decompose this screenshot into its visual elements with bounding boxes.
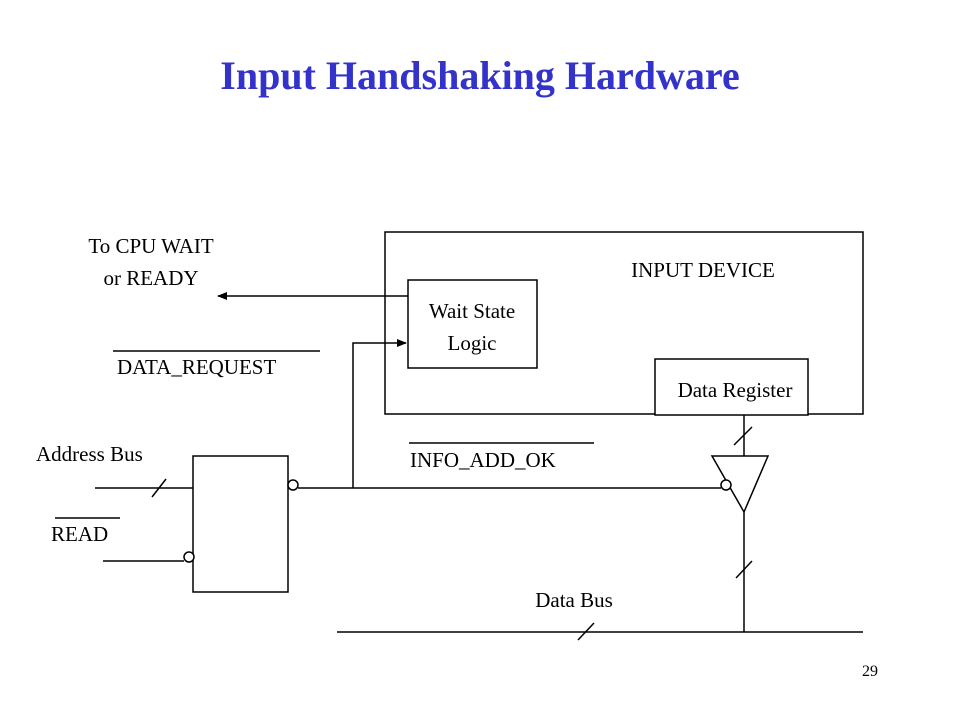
address-bus-label: Address Bus [36,442,143,466]
read-label: READ [51,522,108,546]
register-output-slash [733,426,753,446]
data-request-line [352,339,407,488]
wait-state-logic-box [407,279,538,369]
read-inversion-bubble [183,551,195,563]
input-device-label: INPUT DEVICE [631,258,775,282]
buffer-enable-bubble [720,479,732,491]
wait-state-label-line1: Wait State [429,299,515,323]
data-request-label: DATA_REQUEST [117,355,276,379]
data-register-label: Data Register [678,378,793,402]
cpu-target-label-line2: or READY [103,266,198,290]
slide-title: Input Handshaking Hardware [220,53,740,98]
wait-state-label-line2: Logic [448,331,497,355]
cpu-target-label-line1: To CPU WAIT [88,234,213,258]
data-register-box [654,358,809,416]
data-bus-label: Data Bus [535,588,613,612]
address-decoder-box [192,455,289,593]
page-number: 29 [862,663,878,680]
data-bus-slash [577,622,595,641]
decoder-output-bubble [287,479,299,491]
buffer-output-slash [735,560,753,579]
info-add-ok-label: INFO_ADD_OK [410,448,556,472]
address-bus-slash [151,478,167,498]
